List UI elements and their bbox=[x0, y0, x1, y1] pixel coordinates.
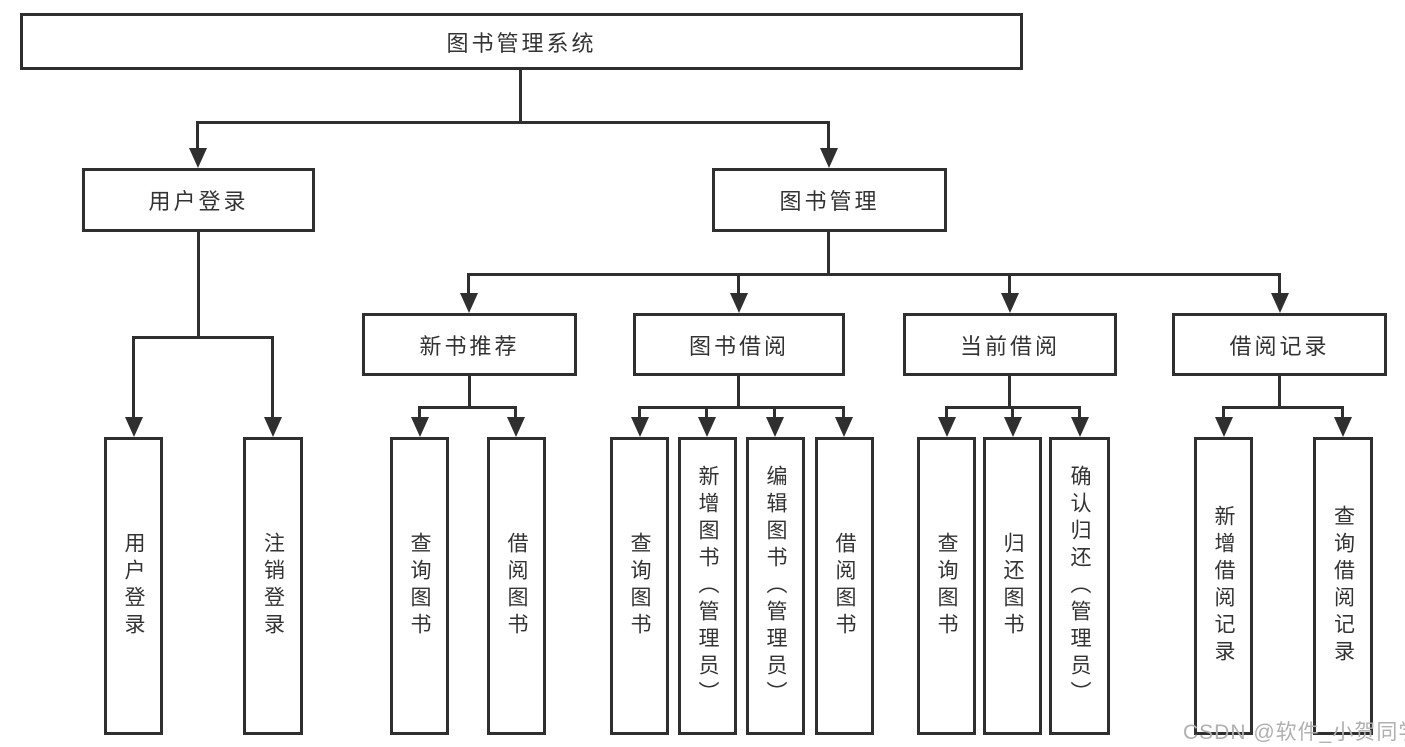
arrowhead-down-icon bbox=[1071, 417, 1089, 437]
arrowhead-down-icon bbox=[125, 417, 143, 437]
connector-line-horizontal bbox=[132, 336, 274, 339]
leaf-label: 用户登录 bbox=[122, 532, 145, 640]
connector-line-vertical bbox=[1278, 273, 1281, 297]
node-new-book-recommendation: 新书推荐 bbox=[362, 313, 577, 376]
connector-line-horizontal bbox=[945, 406, 1081, 409]
connector-line-vertical bbox=[519, 70, 522, 123]
connector-line-vertical bbox=[1222, 406, 1225, 420]
connector-line-vertical bbox=[827, 121, 830, 153]
arrowhead-down-icon bbox=[1271, 293, 1289, 313]
connector-line-vertical bbox=[737, 273, 740, 297]
leaf-query-books-borrowing: 查询图书 bbox=[610, 437, 669, 735]
arrowhead-down-icon bbox=[1334, 417, 1352, 437]
arrowhead-down-icon bbox=[460, 293, 478, 313]
node-label: 图书管理 bbox=[779, 189, 880, 214]
connector-line-vertical bbox=[773, 406, 776, 420]
node-library-management-system: 图书管理系统 bbox=[20, 13, 1023, 70]
connector-line-vertical bbox=[514, 406, 517, 420]
node-label: 图书借阅 bbox=[688, 333, 789, 359]
leaf-label: 查询图书 bbox=[408, 532, 431, 640]
leaf-label: 查询图书 bbox=[935, 532, 958, 640]
connector-line-vertical bbox=[271, 336, 274, 420]
connector-line-vertical bbox=[468, 375, 471, 408]
connector-line-horizontal bbox=[467, 273, 1281, 276]
leaf-borrow-books-borrowing: 借阅图书 bbox=[815, 437, 874, 735]
connector-line-horizontal bbox=[638, 406, 845, 409]
node-label: 用户登录 bbox=[148, 189, 249, 214]
leaf-label: 注销登录 bbox=[261, 532, 285, 640]
connector-line-horizontal bbox=[196, 121, 830, 124]
arrowhead-down-icon bbox=[938, 417, 956, 437]
leaf-label: 借阅图书 bbox=[505, 532, 528, 640]
leaf-label: 新增借阅记录 bbox=[1212, 505, 1235, 667]
connector-line-vertical bbox=[418, 406, 421, 420]
connector-line-vertical bbox=[1008, 273, 1011, 297]
connector-line-vertical bbox=[842, 406, 845, 420]
leaf-confirm-return-admin: 确认归还（管理员） bbox=[1049, 437, 1110, 735]
arrowhead-down-icon bbox=[835, 417, 853, 437]
arrowhead-down-icon bbox=[631, 417, 649, 437]
leaf-label: 确认归还（管理员） bbox=[1068, 464, 1091, 708]
arrowhead-down-icon bbox=[1004, 417, 1022, 437]
connector-line-horizontal bbox=[1222, 406, 1344, 409]
leaf-user-login: 用户登录 bbox=[104, 437, 163, 735]
connector-line-vertical bbox=[197, 231, 200, 338]
connector-line-vertical bbox=[1011, 406, 1014, 420]
connector-line-vertical bbox=[132, 336, 135, 420]
leaf-label: 新增图书（管理员） bbox=[696, 464, 719, 708]
connector-line-vertical bbox=[737, 375, 740, 408]
connector-line-vertical bbox=[1278, 375, 1281, 408]
leaf-label: 借阅图书 bbox=[833, 532, 856, 640]
arrowhead-down-icon bbox=[1215, 417, 1233, 437]
arrowhead-down-icon bbox=[411, 417, 429, 437]
arrowhead-down-icon bbox=[264, 417, 282, 437]
leaf-edit-books-admin: 编辑图书（管理员） bbox=[746, 437, 805, 735]
node-book-borrowing: 图书借阅 bbox=[633, 313, 845, 376]
node-label: 图书管理系统 bbox=[446, 30, 597, 56]
leaf-return-books: 归还图书 bbox=[983, 437, 1042, 735]
connector-line-vertical bbox=[196, 121, 199, 153]
node-book-management: 图书管理 bbox=[712, 168, 947, 232]
connector-line-vertical bbox=[945, 406, 948, 420]
leaf-borrow-books-recommend: 借阅图书 bbox=[487, 437, 546, 735]
node-user-login: 用户登录 bbox=[82, 168, 315, 232]
arrowhead-down-icon bbox=[698, 417, 716, 437]
connector-line-vertical bbox=[467, 273, 470, 297]
node-label: 当前借阅 bbox=[959, 333, 1060, 359]
leaf-add-books-admin: 新增图书（管理员） bbox=[678, 437, 737, 735]
leaf-logout: 注销登录 bbox=[243, 437, 303, 735]
node-borrowing-records: 借阅记录 bbox=[1172, 313, 1387, 376]
node-label: 新书推荐 bbox=[419, 333, 520, 359]
connector-line-vertical bbox=[1008, 375, 1011, 408]
arrowhead-down-icon bbox=[507, 417, 525, 437]
leaf-label: 归还图书 bbox=[1001, 532, 1024, 640]
arrowhead-down-icon bbox=[766, 417, 784, 437]
leaf-label: 编辑图书（管理员） bbox=[764, 464, 787, 708]
connector-line-vertical bbox=[638, 406, 641, 420]
node-label: 借阅记录 bbox=[1229, 333, 1330, 359]
leaf-query-borrow-record: 查询借阅记录 bbox=[1313, 437, 1373, 735]
leaf-query-books-recommend: 查询图书 bbox=[390, 437, 449, 735]
arrowhead-down-icon bbox=[189, 148, 207, 168]
leaf-query-books-current: 查询图书 bbox=[917, 437, 976, 735]
connector-line-vertical bbox=[705, 406, 708, 420]
connector-line-vertical bbox=[827, 231, 830, 275]
leaf-label: 查询图书 bbox=[628, 532, 651, 640]
arrowhead-down-icon bbox=[1001, 293, 1019, 313]
arrowhead-down-icon bbox=[730, 293, 748, 313]
leaf-add-borrow-record: 新增借阅记录 bbox=[1194, 437, 1253, 735]
connector-line-horizontal bbox=[418, 406, 517, 409]
watermark: CSDN @软件_小贺同学 bbox=[1183, 721, 1405, 744]
arrowhead-down-icon bbox=[820, 148, 838, 168]
leaf-label: 查询借阅记录 bbox=[1331, 505, 1355, 667]
connector-line-vertical bbox=[1078, 406, 1081, 420]
connector-line-vertical bbox=[1341, 406, 1344, 420]
node-current-borrowing: 当前借阅 bbox=[903, 313, 1117, 376]
